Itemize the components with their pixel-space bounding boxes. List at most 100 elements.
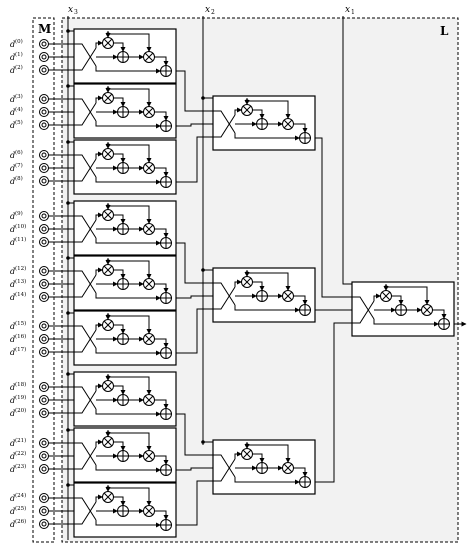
- x-input-label-1: x 1: [345, 5, 355, 16]
- digit-label: d: [10, 151, 15, 160]
- input-port-inner: [41, 495, 47, 501]
- multiply-stroke: [145, 280, 153, 288]
- digit-superscript: (8): [15, 175, 23, 182]
- multiply-stroke: [104, 266, 112, 274]
- product-wire: [154, 510, 169, 520]
- digit-input-21: d(21): [10, 437, 74, 448]
- cross-wire: [74, 215, 97, 239]
- input-port-inner: [41, 41, 47, 47]
- digit-superscript: (2): [15, 64, 23, 71]
- input-port-inner: [41, 384, 47, 390]
- digit-label: d: [10, 177, 15, 186]
- input-port-inner: [41, 294, 47, 300]
- multiply-stroke: [104, 94, 112, 102]
- product-wire: [252, 453, 265, 463]
- module-l1-8: [73, 482, 177, 538]
- digit-label: d: [10, 452, 15, 461]
- module-l1-1: [73, 83, 177, 139]
- product-wire: [154, 399, 169, 409]
- digit-superscript: (19): [15, 394, 26, 401]
- product-wire: [113, 385, 126, 395]
- input-port-inner: [41, 178, 47, 184]
- input-port-inner: [41, 67, 47, 73]
- l1-to-l2-wire: [176, 467, 213, 471]
- input-port-inner: [41, 213, 47, 219]
- digit-input-18: d(18): [10, 381, 74, 392]
- cross-wire: [74, 501, 97, 525]
- input-port-inner: [41, 466, 47, 472]
- module-l1-0: [73, 28, 177, 84]
- x-feed: [108, 33, 152, 52]
- digit-superscript: (22): [15, 450, 26, 457]
- operand-wire: [95, 212, 103, 220]
- digit-label: d: [10, 335, 15, 344]
- digit-label: d: [10, 322, 15, 331]
- operand-wire: [95, 293, 161, 301]
- digit-label: d: [10, 95, 15, 104]
- l1-to-l2-wire: [176, 242, 213, 284]
- digit-input-3: d(3): [10, 93, 74, 104]
- multiply-stroke: [104, 493, 112, 501]
- module-l1-7: [73, 427, 177, 483]
- operand-wire: [234, 451, 242, 459]
- operand-wire: [95, 121, 161, 129]
- digit-label: d: [10, 520, 15, 529]
- digit-superscript: (15): [15, 320, 26, 327]
- multiply-stroke: [243, 278, 251, 286]
- digit-superscript: (10): [15, 223, 26, 230]
- x-feed: [247, 272, 291, 291]
- digit-label: d: [10, 238, 15, 247]
- input-port-inner: [41, 268, 47, 274]
- l1-to-l2-wire: [176, 308, 213, 354]
- l1-to-l2-wire: [176, 413, 213, 456]
- digit-input-23: d(23): [10, 463, 74, 474]
- l1-to-l2-wire: [176, 480, 213, 526]
- operand-wire: [95, 238, 161, 246]
- input-port-inner: [41, 152, 47, 158]
- digit-input-6: d(6): [10, 149, 74, 160]
- input-port-inner: [41, 440, 47, 446]
- operand-wire: [95, 151, 103, 159]
- junction-dot: [106, 87, 110, 91]
- digit-label: d: [10, 40, 15, 49]
- junction-dot: [66, 483, 70, 487]
- x-feed: [108, 315, 152, 334]
- product-wire: [154, 283, 169, 293]
- svg-text:1: 1: [351, 9, 355, 16]
- digit-superscript: (4): [15, 106, 23, 113]
- product-wire: [113, 269, 126, 279]
- product-wire: [113, 496, 126, 506]
- product-wire: [391, 295, 404, 305]
- input-port-inner: [41, 109, 47, 115]
- cross-wire: [74, 274, 97, 298]
- digit-input-10: d(10): [10, 223, 74, 234]
- digit-input-1: d(1): [10, 51, 74, 62]
- svg-text:2: 2: [211, 9, 215, 16]
- cross-wire: [74, 497, 97, 521]
- cross-wire: [74, 386, 97, 410]
- cross-wire: [74, 442, 97, 466]
- svg-text:x: x: [68, 5, 73, 15]
- x-feed: [108, 376, 152, 395]
- digit-superscript: (23): [15, 463, 26, 470]
- digit-input-0: d(0): [10, 38, 74, 49]
- cross-wire: [213, 458, 236, 482]
- digit-superscript: (3): [15, 93, 23, 100]
- input-port-inner: [41, 323, 47, 329]
- digit-label: d: [10, 164, 15, 173]
- digit-input-15: d(15): [10, 320, 74, 331]
- l2-to-l3-wire: [315, 137, 352, 298]
- multiply-stroke: [104, 438, 112, 446]
- input-port-inner: [41, 397, 47, 403]
- l2-to-l3-wire: [315, 322, 352, 483]
- x-feed: [247, 100, 291, 119]
- product-wire: [154, 167, 169, 177]
- digit-input-7: d(7): [10, 162, 74, 173]
- junction-dot: [66, 256, 70, 260]
- digit-superscript: (21): [15, 437, 26, 444]
- junction-dot: [66, 201, 70, 205]
- junction-dot: [66, 29, 70, 33]
- x-feed: [108, 432, 152, 451]
- junction-dot: [201, 268, 205, 272]
